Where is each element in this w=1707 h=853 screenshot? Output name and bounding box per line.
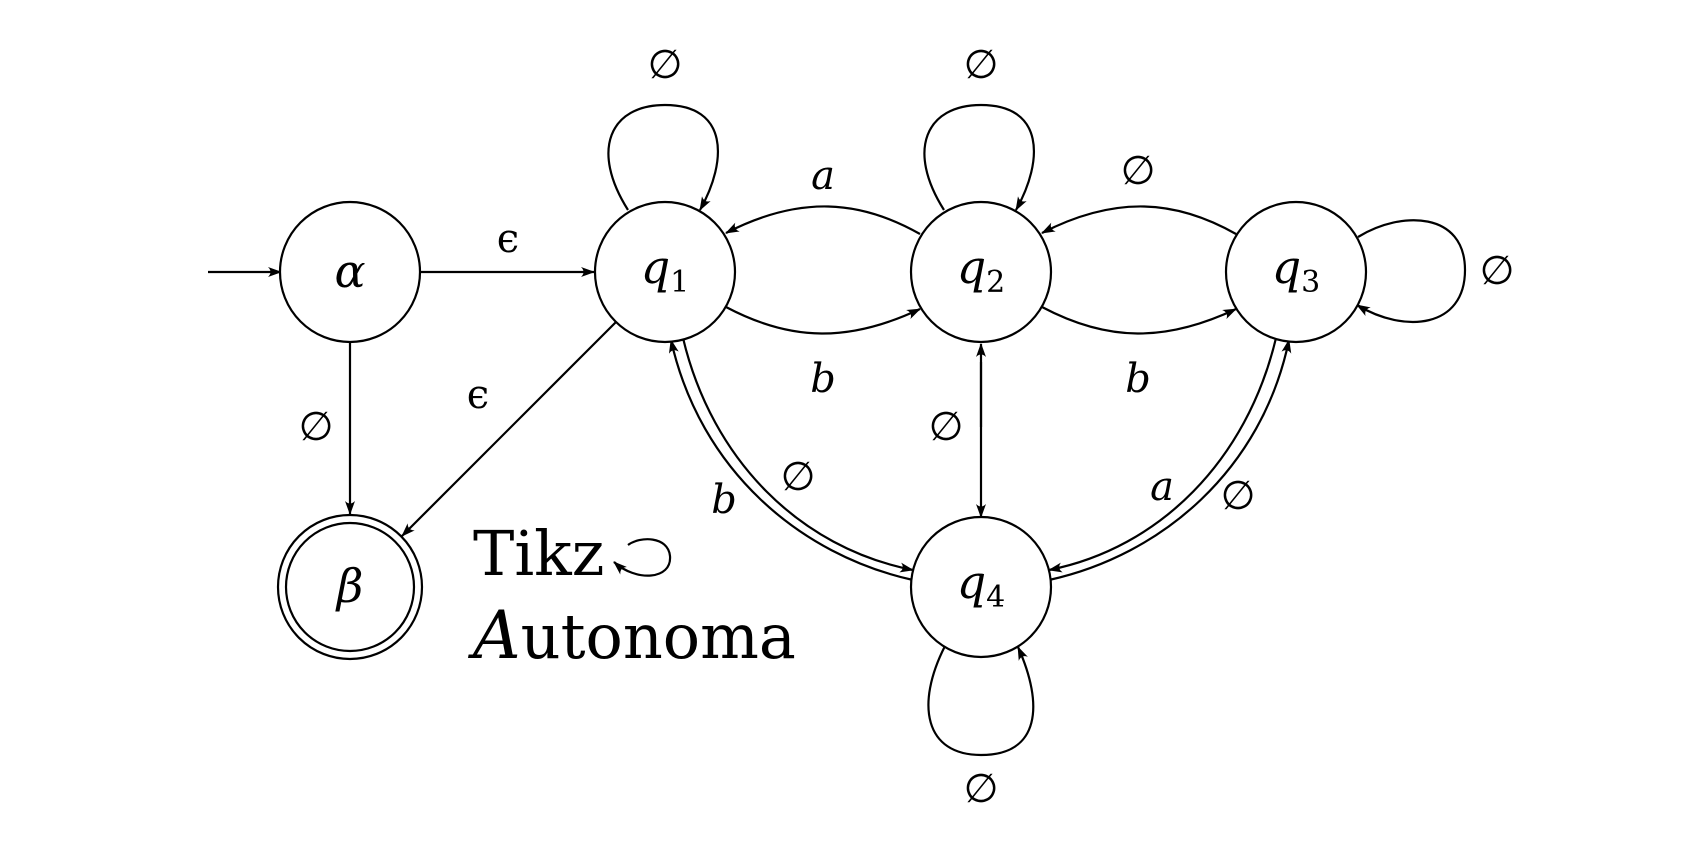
svg-text:q4: q4 <box>957 555 1006 615</box>
label-q1-beta: ϵ <box>467 372 489 418</box>
label-q3-loop: ∅ <box>1480 248 1515 294</box>
state-q2: q2 <box>909 200 1053 344</box>
edge-q2-loop <box>923 103 1035 211</box>
state-alpha: α <box>278 200 422 344</box>
state-q4: q4 <box>909 515 1053 659</box>
caption-script-letter: A <box>467 597 521 674</box>
edge-q4-q1 <box>668 339 914 582</box>
label-q4-q1: b <box>711 477 737 523</box>
edge-q1-beta <box>401 321 617 537</box>
caption-line-1: Tikz <box>473 517 604 590</box>
state-beta: β <box>276 513 424 661</box>
label-q4-loop: ∅ <box>964 766 999 812</box>
edge-q4-loop <box>927 645 1035 757</box>
label-q4-q3: ∅ <box>1221 473 1256 519</box>
state-q3-label: q <box>1272 240 1301 294</box>
label-alpha-beta: ∅ <box>299 404 334 450</box>
edge-q2-q3 <box>1041 306 1237 335</box>
state-q3-subscript: 3 <box>1301 265 1320 300</box>
caption-line-2: Autonoma <box>467 597 796 674</box>
label-alpha-q1: ϵ <box>497 216 519 262</box>
label-q3-q4: a <box>1150 464 1174 510</box>
state-q4-subscript: 4 <box>986 580 1005 615</box>
state-beta-label: β <box>335 559 364 613</box>
edge-q3-q4 <box>1048 337 1278 573</box>
label-q2-q3: b <box>1125 356 1151 402</box>
state-alpha-label: α <box>334 244 365 298</box>
edge-q3-q2 <box>1041 205 1237 235</box>
state-q3: q3 <box>1224 200 1368 344</box>
state-q2-label: q <box>957 240 986 294</box>
state-q1-subscript: 1 <box>670 265 689 300</box>
edge-q4-q3 <box>1048 339 1292 582</box>
svg-text:q2: q2 <box>957 240 1006 300</box>
caption-loop-icon <box>613 538 672 577</box>
state-q2-subscript: 2 <box>986 265 1005 300</box>
svg-text:q1: q1 <box>641 240 690 300</box>
state-q1: q1 <box>593 200 737 344</box>
label-q2-q4: ∅ <box>929 404 964 450</box>
state-q4-label: q <box>957 555 986 609</box>
label-q2-loop: ∅ <box>964 42 999 88</box>
edge-q1-q4 <box>681 337 914 573</box>
edge-q1-q2 <box>725 306 921 335</box>
label-q1-q4: ∅ <box>781 454 816 500</box>
state-q1-label: q <box>641 240 670 294</box>
label-q1-q2: b <box>810 356 836 402</box>
label-q2-q1: a <box>811 153 835 199</box>
label-q1-loop: ∅ <box>648 42 683 88</box>
svg-text:q3: q3 <box>1272 240 1321 300</box>
edge-q2-q1 <box>725 205 921 235</box>
edge-q3-loop <box>1356 219 1467 324</box>
caption-line-2-rest: utonoma <box>521 600 796 673</box>
edge-q1-loop <box>607 103 719 211</box>
label-q3-q2: ∅ <box>1121 148 1156 194</box>
